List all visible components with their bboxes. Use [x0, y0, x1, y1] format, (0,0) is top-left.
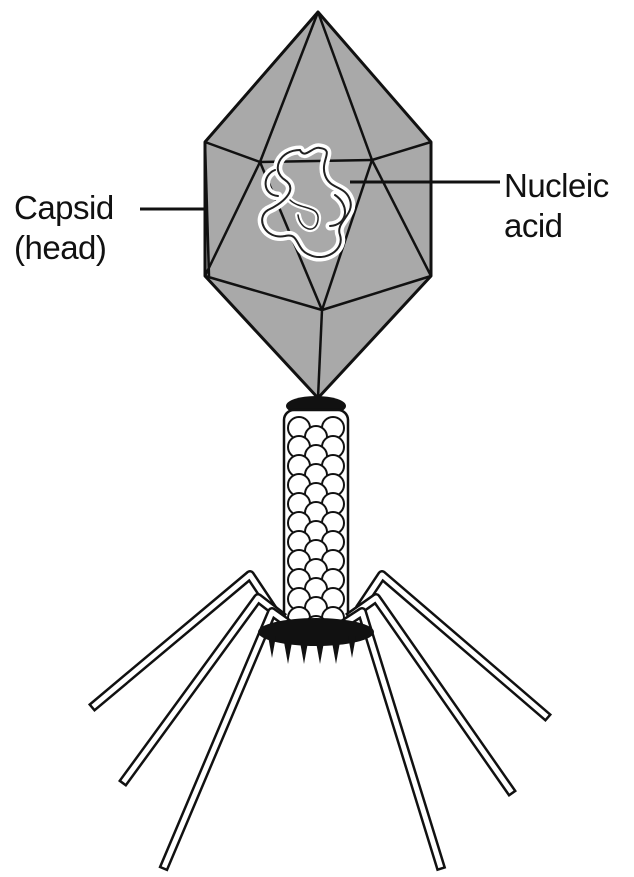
- capsid-label-line1: Capsid: [14, 188, 114, 228]
- tail-sheath-segments: [288, 417, 344, 638]
- base-plate-spike: [268, 636, 276, 658]
- nucleic-acid-label-line1: Nucleic: [504, 166, 609, 206]
- nucleic-acid-label-line2: acid: [504, 206, 609, 246]
- base-plate-spike: [348, 636, 356, 658]
- base-plate-spike: [284, 642, 292, 664]
- tail-fiber-outline: [352, 598, 510, 790]
- nucleic-acid-label: Nucleic acid: [504, 166, 609, 246]
- base-plate-spike: [300, 642, 308, 664]
- base-plate-spike: [332, 642, 340, 664]
- base-plate: [258, 618, 374, 646]
- capsid-label-line2: (head): [14, 228, 114, 268]
- base-plate-spike: [316, 642, 324, 664]
- capsid-label: Capsid (head): [14, 188, 114, 268]
- tail-fiber-outline: [342, 612, 440, 865]
- tail-fiber-outline: [125, 598, 280, 780]
